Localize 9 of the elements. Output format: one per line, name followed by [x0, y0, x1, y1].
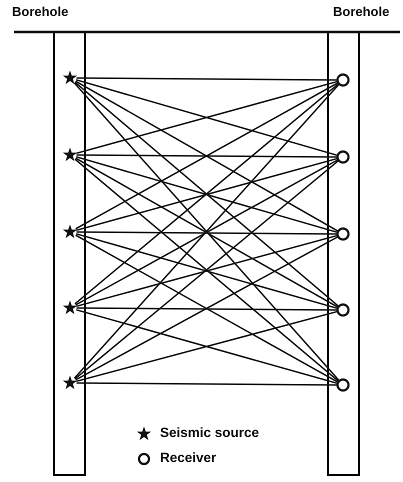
ray-path-line [76, 154, 336, 158]
borehole-label: Borehole [12, 4, 68, 19]
legend-label: Seismic source [160, 425, 260, 440]
ray-path-line [76, 231, 336, 235]
legend-label: Receiver [160, 450, 216, 465]
ray-path-line [76, 307, 336, 311]
ray-path-line [76, 77, 336, 81]
borehole-label: Borehole [333, 4, 390, 19]
ray-path-line [76, 382, 336, 386]
